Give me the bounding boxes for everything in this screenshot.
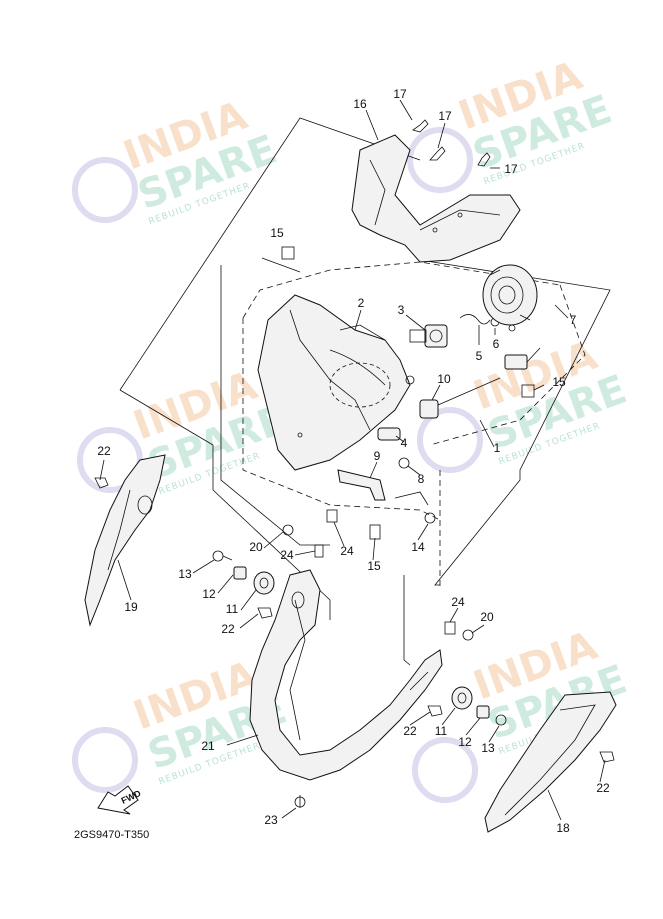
screw-part-17	[412, 119, 491, 167]
screw-part-22-right-mid	[427, 705, 443, 717]
callout-24-left: 24	[280, 548, 294, 562]
spring-clip-part-5	[459, 314, 491, 345]
grommet-part-11-left	[253, 571, 275, 595]
callout-19: 19	[124, 600, 138, 614]
callout-20-right: 20	[480, 610, 494, 624]
callout-21: 21	[201, 739, 215, 753]
callout-5: 5	[476, 349, 483, 363]
clip-part-24-right	[444, 621, 456, 635]
callout-17b: 17	[438, 109, 452, 123]
callout-3: 3	[398, 303, 405, 317]
callout-labels: 16 17 17 17 15 2 3 7 6 5 10 15 1 4 9 8 1…	[97, 87, 610, 835]
bracket-part-9	[337, 469, 386, 501]
screw-part-22-right	[599, 751, 615, 763]
bulb-part-3	[409, 324, 448, 348]
leader-lines	[99, 99, 606, 821]
inner-dashed-outline	[242, 261, 586, 590]
clip-part-24-left	[314, 544, 324, 558]
callout-8: 8	[418, 472, 425, 486]
watermark-icon	[72, 727, 138, 793]
callout-4: 4	[401, 436, 408, 450]
screw-part-22-mid	[257, 607, 273, 619]
clip-part-15-top	[261, 246, 301, 273]
clip-part-15-center	[369, 524, 381, 540]
bolt-part-8	[398, 457, 410, 469]
callout-2: 2	[358, 296, 365, 310]
callout-7: 7	[570, 313, 577, 327]
screw-part-22-left	[94, 477, 109, 489]
callout-17a: 17	[393, 87, 407, 101]
right-side-cover-part-18	[484, 691, 617, 833]
callout-15-top: 15	[270, 226, 284, 240]
callout-22-left: 22	[97, 444, 111, 458]
callout-15-center: 15	[367, 559, 381, 573]
callout-24-center: 24	[340, 544, 354, 558]
callout-24-right: 24	[451, 595, 465, 609]
callout-18: 18	[556, 821, 570, 835]
lower-cowl-part-21	[249, 569, 443, 781]
position-bulb-part-4	[377, 427, 401, 441]
callout-14: 14	[411, 540, 425, 554]
collar-part-12-left	[233, 566, 247, 580]
socket-part-10	[419, 347, 541, 419]
watermark-3: INDIA SPARE REBUILD TOGETHER	[128, 363, 293, 498]
clip-part-15-right	[521, 384, 535, 398]
watermark-icon	[412, 737, 478, 803]
screw-part-23	[294, 795, 306, 808]
callout-6: 6	[493, 337, 500, 351]
callout-13-right: 13	[481, 741, 495, 755]
bolt-part-13-left	[212, 550, 233, 562]
bolt-part-20-left	[282, 524, 294, 536]
upper-cowl-part-16	[351, 134, 521, 263]
callout-22-mid: 22	[221, 622, 235, 636]
callout-11-right: 11	[435, 724, 448, 738]
left-side-cover-part-19	[84, 454, 166, 627]
callout-13-left: 13	[178, 567, 192, 581]
watermark-2: INDIA SPARE REBUILD TOGETHER	[453, 53, 618, 188]
watermark-4: INDIA SPARE REBUILD TOGETHER	[468, 333, 633, 468]
bolt-part-13-right	[495, 714, 507, 726]
diagram-code: 2GS9470-T350	[74, 829, 150, 841]
bulb-cover-part-7	[482, 264, 538, 332]
bolt-part-14	[394, 491, 436, 524]
bolt-part-20-right	[462, 629, 474, 641]
watermark-icon	[72, 157, 138, 223]
callout-1: 1	[494, 441, 501, 455]
callout-22-right-mid: 22	[403, 724, 417, 738]
callout-9: 9	[374, 449, 381, 463]
callout-16: 16	[353, 97, 367, 111]
callout-22-right: 22	[596, 781, 610, 795]
watermark-icon	[407, 127, 473, 193]
grommet-part-11-right	[451, 686, 473, 710]
callout-10: 10	[437, 372, 451, 386]
fwd-arrow-icon: FWD	[97, 785, 143, 815]
callout-12-right: 12	[458, 735, 472, 749]
watermark-1: INDIA SPARE REBUILD TOGETHER	[118, 93, 283, 228]
watermark-icon	[417, 407, 483, 473]
headlight-housing-part-2	[257, 294, 415, 471]
callout-17c: 17	[504, 162, 518, 176]
collar-part-12-right	[476, 705, 490, 719]
callout-20-left: 20	[249, 540, 263, 554]
callout-15-right: 15	[552, 375, 566, 389]
callout-11-left: 11	[226, 602, 239, 616]
clip-part-24-center	[326, 509, 338, 523]
callout-12-left: 12	[202, 587, 216, 601]
callout-23: 23	[264, 813, 278, 827]
